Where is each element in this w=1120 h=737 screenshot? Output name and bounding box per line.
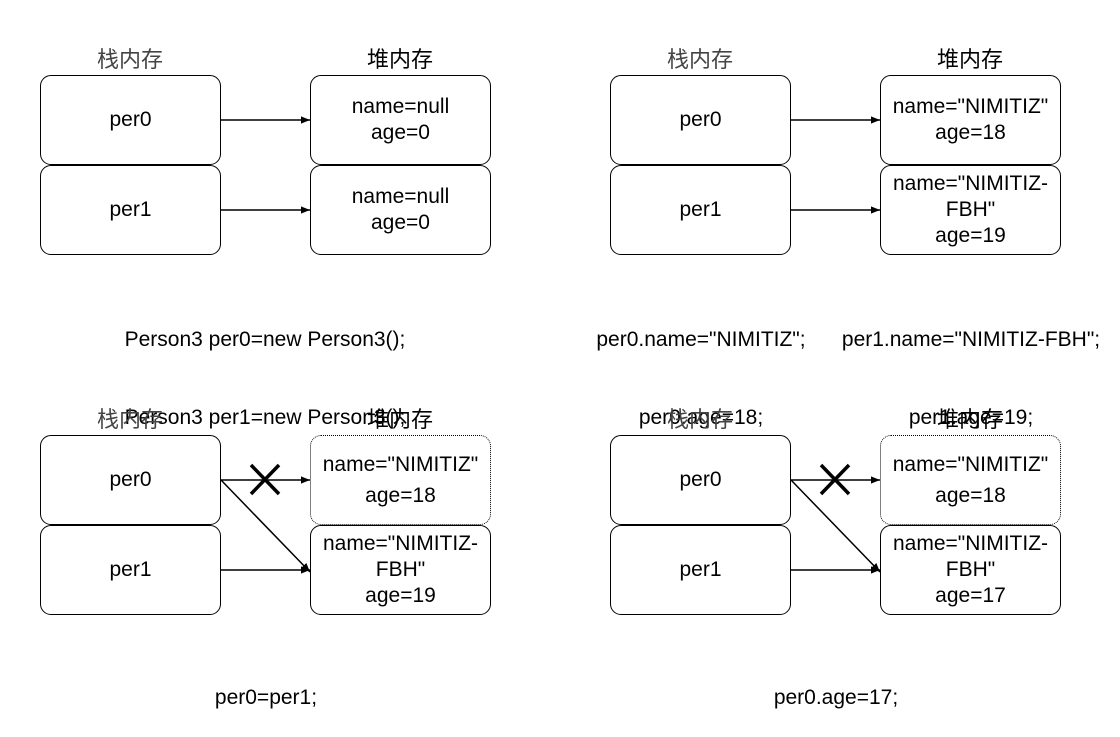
- stack-label: 栈内存: [96, 47, 163, 72]
- field-name-cont: FBH": [945, 558, 996, 581]
- stack-box-per0: per0: [610, 75, 791, 165]
- field-age: age=19: [365, 584, 436, 607]
- code-caption-p2-left: per0.name="NIMITIZ"; per0.age=18;: [585, 275, 817, 457]
- heap-box-0-orphaned: name="NIMITIZ" age=18: [310, 435, 491, 525]
- code-line: per0=per1;: [214, 686, 318, 709]
- stack-box-per1: per1: [610, 165, 791, 255]
- heap-box-1: name="NIMITIZ- FBH" age=19: [880, 165, 1061, 255]
- field-age: age=18: [935, 483, 1006, 507]
- code-caption-p3: per0=per1;: [150, 633, 382, 737]
- stack-box-per1: per1: [40, 525, 221, 615]
- heap-label: 堆内存: [936, 407, 1003, 432]
- var-name: per1: [109, 198, 152, 221]
- code-line: Person3 per1=new Person3();: [124, 406, 406, 429]
- stack-box-per0: per0: [40, 435, 221, 525]
- var-name: per0: [109, 108, 152, 131]
- field-name: name="NIMITIZ": [892, 95, 1049, 118]
- code-line: per0.age=17;: [773, 686, 899, 709]
- heap-box-0: name=null age=0: [310, 75, 491, 165]
- code-caption-p2-right: per1.name="NIMITIZ-FBH"; per1.age=19;: [828, 275, 1114, 457]
- field-age: age=18: [935, 121, 1006, 144]
- stack-label: 栈内存: [666, 47, 733, 72]
- stack-box-per1: per1: [610, 525, 791, 615]
- field-name: name=null: [351, 185, 450, 208]
- field-age: age=0: [371, 121, 430, 144]
- field-age: age=17: [935, 584, 1006, 607]
- field-name: name="NIMITIZ": [322, 452, 479, 476]
- heap-box-0-orphaned: name="NIMITIZ" age=18: [880, 435, 1061, 525]
- field-name: name=null: [351, 95, 450, 118]
- field-name-cont: FBH": [945, 198, 996, 221]
- arrow-p4-per0-new: [790, 479, 881, 573]
- code-line: per0.name="NIMITIZ";: [596, 328, 806, 351]
- arrow-p3-per0-new: [220, 479, 311, 573]
- stack-label: 栈内存: [96, 407, 163, 432]
- field-age: age=19: [935, 224, 1006, 247]
- stack-box-per1: per1: [40, 165, 221, 255]
- stack-box-per0: per0: [610, 435, 791, 525]
- field-age: age=18: [365, 483, 436, 507]
- field-name: name="NIMITIZ-: [892, 172, 1049, 195]
- code-caption-p1: Person3 per0=new Person3(); Person3 per1…: [95, 275, 435, 457]
- stack-label: 栈内存: [666, 407, 733, 432]
- field-name-cont: FBH": [375, 558, 426, 581]
- heap-box-0: name="NIMITIZ" age=18: [880, 75, 1061, 165]
- field-name: name="NIMITIZ": [892, 452, 1049, 476]
- var-name: per0: [679, 468, 722, 491]
- code-line: Person3 per0=new Person3();: [124, 328, 406, 351]
- cross-icon-p3: [249, 463, 281, 496]
- code-line: per1.name="NIMITIZ-FBH";: [841, 328, 1101, 351]
- cross-icon-p4: [819, 463, 851, 496]
- field-name: name="NIMITIZ-: [892, 532, 1049, 555]
- stack-box-per0: per0: [40, 75, 221, 165]
- code-line: per1.age=19;: [908, 406, 1034, 429]
- heap-box-1: name="NIMITIZ- FBH" age=17: [880, 525, 1061, 615]
- heap-box-1: name=null age=0: [310, 165, 491, 255]
- heap-label: 堆内存: [366, 47, 433, 72]
- var-name: per1: [679, 198, 722, 221]
- field-age: age=0: [371, 211, 430, 234]
- var-name: per1: [679, 558, 722, 581]
- var-name: per1: [109, 558, 152, 581]
- heap-label: 堆内存: [366, 407, 433, 432]
- heap-label: 堆内存: [936, 47, 1003, 72]
- code-line: per0.age=18;: [638, 406, 764, 429]
- field-name: name="NIMITIZ-: [322, 532, 479, 555]
- heap-box-1: name="NIMITIZ- FBH" age=19: [310, 525, 491, 615]
- var-name: per0: [109, 468, 152, 491]
- code-caption-p4: per0.age=17;: [720, 633, 952, 737]
- var-name: per0: [679, 108, 722, 131]
